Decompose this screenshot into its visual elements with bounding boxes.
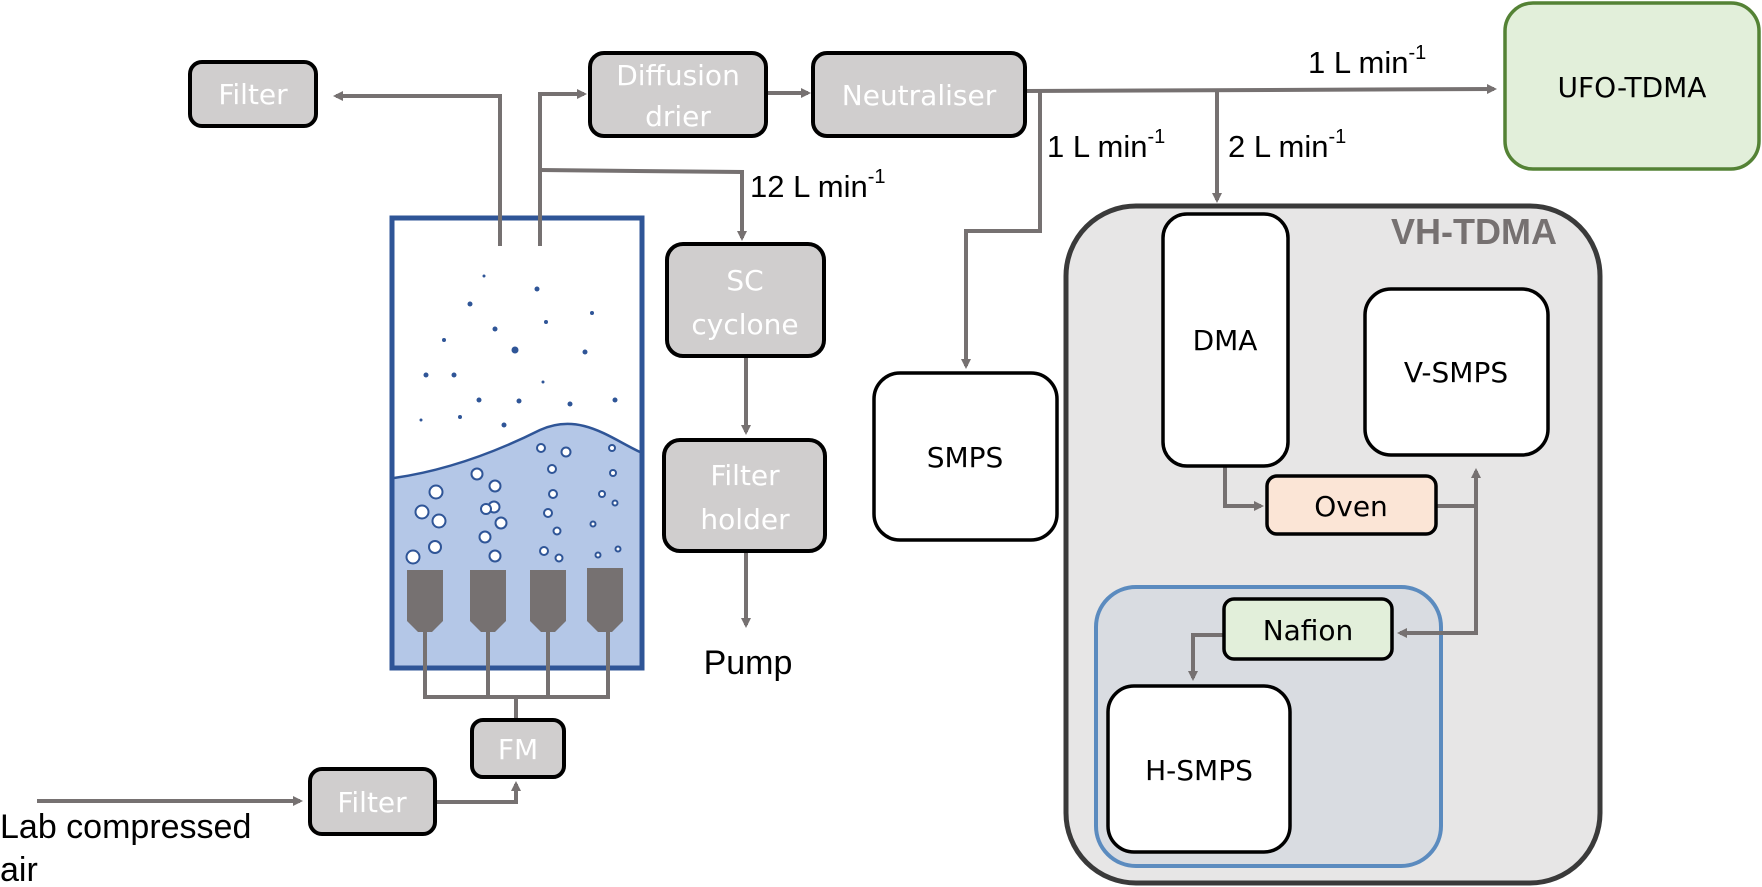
- svg-text:Filter: Filter: [218, 78, 288, 111]
- flow-lines: [37, 84, 1497, 806]
- sparger-2: [470, 570, 506, 632]
- svg-text:FM: FM: [498, 733, 538, 766]
- aerosol-particles: [419, 274, 618, 428]
- svg-text:cyclone: cyclone: [691, 308, 798, 341]
- svg-text:Nafion: Nafion: [1263, 614, 1354, 647]
- flow-label-cyclone: 12 L min-1: [750, 166, 886, 204]
- svg-text:DMA: DMA: [1193, 324, 1258, 357]
- flow-label-ufo: 1 L min-1: [1308, 42, 1426, 80]
- svg-text:Oven: Oven: [1314, 490, 1388, 523]
- neutraliser: Neutraliser: [811, 51, 1027, 138]
- pipe-nafion-to-hsmps: [1188, 633, 1223, 681]
- tank-outline: [389, 215, 645, 671]
- pipe-filter-to-fm: [436, 781, 521, 804]
- pump-label: Pump: [704, 644, 793, 682]
- diffusion-drier: Diffusion drier: [588, 51, 768, 138]
- h-smps: H-SMPS: [1106, 684, 1292, 854]
- ufo-tdma: UFO-TDMA: [1503, 1, 1761, 171]
- flow-label-vh: 2 L min-1: [1228, 126, 1346, 164]
- nafion: Nafion: [1222, 597, 1394, 661]
- pipe-dma-to-oven: [1223, 467, 1264, 511]
- source-label-line1: Lab compressed: [0, 808, 251, 846]
- svg-text:Neutraliser: Neutraliser: [842, 79, 997, 112]
- flow-meter: FM: [470, 718, 566, 779]
- svg-text:drier: drier: [645, 100, 711, 133]
- v-smps: V-SMPS: [1363, 287, 1550, 457]
- pipe-to-ufo: [1025, 84, 1497, 95]
- svg-text:Filter: Filter: [337, 786, 407, 819]
- pipe-oven-to-nafion: [1397, 506, 1478, 638]
- flow-label-smps: 1 L min-1: [1047, 126, 1165, 164]
- svg-text:UFO-TDMA: UFO-TDMA: [1558, 71, 1707, 104]
- pipe-to-top-filter: [333, 91, 502, 246]
- sc-cyclone: SC cyclone: [665, 242, 826, 358]
- filter-holder: Filter holder: [662, 438, 827, 553]
- dma: DMA: [1161, 212, 1290, 468]
- sparger-3: [530, 570, 566, 632]
- svg-text:Diffusion: Diffusion: [616, 59, 740, 92]
- pipe-to-cyclone: [539, 168, 747, 241]
- vh-tdma-title: VH-TDMA: [1391, 211, 1557, 252]
- pipe-to-smps: [961, 91, 1042, 369]
- sparger-manifold: [423, 632, 610, 719]
- filter-bottom: Filter: [308, 767, 437, 836]
- svg-text:Filter: Filter: [710, 459, 780, 492]
- bubbles: [405, 443, 622, 565]
- oven: Oven: [1265, 474, 1438, 536]
- pipe-to-drier: [538, 89, 587, 246]
- svg-text:H-SMPS: H-SMPS: [1145, 754, 1253, 787]
- bubbler-tank: [389, 215, 645, 719]
- smps: SMPS: [872, 371, 1059, 542]
- spargers: [407, 568, 623, 632]
- svg-text:holder: holder: [700, 503, 790, 536]
- svg-text:V-SMPS: V-SMPS: [1404, 356, 1508, 389]
- svg-text:SMPS: SMPS: [927, 441, 1004, 474]
- sparger-1: [407, 570, 443, 632]
- svg-text:SC: SC: [726, 264, 763, 297]
- source-label-line2: air: [0, 851, 38, 887]
- sparger-4: [587, 568, 623, 632]
- liquid: [394, 423, 640, 666]
- filter-top: Filter: [188, 60, 318, 128]
